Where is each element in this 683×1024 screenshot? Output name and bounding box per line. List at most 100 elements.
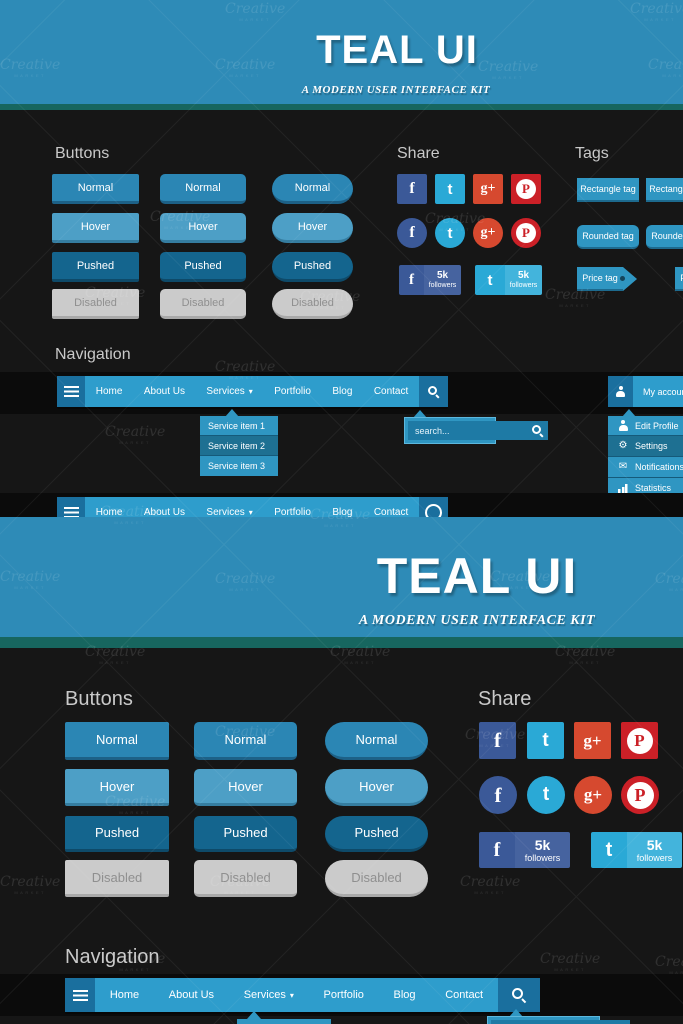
button-hover[interactable]: Hover	[52, 213, 139, 243]
googleplus-share-button-round[interactable]: g+	[574, 776, 612, 814]
facebook-share-button[interactable]: f	[397, 174, 427, 204]
account-label[interactable]: My account	[643, 386, 683, 397]
search-input[interactable]	[408, 425, 532, 436]
search-icon	[512, 988, 526, 1002]
button-normal[interactable]: Normal	[160, 174, 246, 204]
kit-subtitle: A MODERN USER INTERFACE KIT	[301, 84, 491, 96]
button-disabled[interactable]: Disabled	[194, 860, 297, 897]
price-tag-clipped[interactable]: Price tag	[675, 267, 683, 291]
nav-item-contact[interactable]: Contact	[445, 989, 484, 1001]
facebook-followers-count[interactable]: 5k followers	[424, 265, 461, 295]
button-hover[interactable]: Hover	[325, 769, 428, 806]
button-normal[interactable]: Normal	[194, 722, 297, 760]
nav-item-services[interactable]: Services▾	[206, 386, 253, 397]
facebook-followers-count[interactable]: 5k followers	[515, 832, 570, 868]
facebook-icon: f	[409, 180, 415, 197]
search-field-wrap	[408, 421, 548, 440]
nav-items: Home About Us Services▾ Portfolio Blog C…	[85, 376, 419, 407]
button-disabled[interactable]: Disabled	[160, 289, 246, 319]
nav-item-services[interactable]: Services▾	[243, 989, 294, 1001]
button-pushed[interactable]: Pushed	[325, 816, 428, 852]
button-disabled[interactable]: Disabled	[325, 860, 428, 897]
nav-search-button[interactable]	[498, 978, 540, 1012]
button-hover[interactable]: Hover	[272, 213, 353, 243]
pinterest-icon: P	[626, 781, 654, 809]
nav-item-contact[interactable]: Contact	[373, 386, 409, 397]
button-disabled[interactable]: Disabled	[272, 289, 353, 319]
facebook-icon: f	[409, 224, 415, 241]
button-normal[interactable]: Normal	[272, 174, 353, 204]
twitter-followers-count[interactable]: 5k followers	[505, 265, 542, 295]
button-pushed[interactable]: Pushed	[194, 816, 297, 852]
button-pushed[interactable]: Pushed	[160, 252, 246, 282]
rounded-tag-clipped[interactable]: Rounded tag	[646, 225, 683, 249]
menu-item-edit-profile[interactable]: Edit Profile	[608, 416, 683, 436]
nav-item-services[interactable]: Services▾	[206, 507, 253, 518]
nav-item-portfolio[interactable]: Portfolio	[274, 507, 311, 518]
nav-items: Home About Us Services▾ Portfolio Blog C…	[95, 978, 498, 1012]
rounded-tag[interactable]: Rounded tag	[577, 225, 639, 249]
facebook-share-button-round[interactable]: f	[479, 776, 517, 814]
menu-item-settings[interactable]: ⚙Settings	[608, 436, 683, 457]
price-tag[interactable]: Price tag	[577, 267, 637, 291]
pinterest-share-button[interactable]: P	[511, 174, 541, 204]
navigation-section-heading: Navigation	[65, 946, 160, 968]
nav-item-about-us[interactable]: About Us	[143, 386, 185, 397]
twitter-share-button[interactable]: t	[435, 174, 465, 204]
nav-item-blog[interactable]: Blog	[332, 386, 353, 397]
googleplus-share-button[interactable]: g+	[473, 174, 503, 204]
twitter-followers-icon[interactable]: t	[475, 265, 505, 295]
button-normal[interactable]: Normal	[52, 174, 139, 204]
nav-item-portfolio[interactable]: Portfolio	[323, 989, 364, 1001]
button-normal[interactable]: Normal	[65, 722, 169, 760]
googleplus-share-button[interactable]: g+	[574, 722, 611, 759]
button-hover[interactable]: Hover	[160, 213, 246, 243]
menu-toggle-button[interactable]	[57, 376, 85, 407]
twitter-followers-icon[interactable]: t	[591, 832, 627, 868]
nav-item-blog[interactable]: Blog	[393, 989, 416, 1001]
account-icon-button[interactable]	[608, 376, 633, 407]
nav-item-home[interactable]: Home	[95, 507, 123, 518]
dropdown-item[interactable]: Service item 3	[208, 461, 266, 471]
facebook-share-button-round[interactable]: f	[397, 218, 427, 248]
button-disabled[interactable]: Disabled	[65, 860, 169, 897]
button-hover[interactable]: Hover	[194, 769, 297, 806]
search-icon[interactable]	[532, 425, 543, 436]
twitter-share-button[interactable]: t	[527, 722, 564, 759]
button-hover[interactable]: Hover	[65, 769, 169, 806]
nav-item-blog[interactable]: Blog	[332, 507, 353, 518]
menu-toggle-button[interactable]	[65, 978, 95, 1012]
nav-item-about-us[interactable]: About Us	[168, 989, 215, 1001]
nav-item-home[interactable]: Home	[109, 989, 140, 1001]
dropdown-item-hover[interactable]: Service item 2	[200, 436, 278, 456]
menu-item-notifications[interactable]: ✉Notifications	[608, 457, 683, 478]
button-normal[interactable]: Normal	[325, 722, 428, 760]
rectangle-tag-clipped[interactable]: Rectangle tag	[646, 178, 683, 202]
twitter-share-button-round[interactable]: t	[527, 776, 565, 814]
facebook-followers-icon[interactable]: f	[399, 265, 424, 295]
rectangle-tag[interactable]: Rectangle tag	[577, 178, 639, 202]
nav-search-button[interactable]	[419, 376, 448, 407]
nav-item-portfolio[interactable]: Portfolio	[274, 386, 311, 397]
dropdown-item[interactable]: Service item 1	[200, 416, 278, 436]
button-pushed[interactable]: Pushed	[52, 252, 139, 282]
dropdown-item[interactable]: Service item 1	[237, 1019, 331, 1024]
facebook-share-button[interactable]: f	[479, 722, 516, 759]
pinterest-share-button-round[interactable]: P	[621, 776, 659, 814]
button-pushed[interactable]: Pushed	[65, 816, 169, 852]
facebook-icon: f	[493, 838, 501, 861]
button-disabled[interactable]: Disabled	[52, 289, 139, 319]
twitter-share-button-round[interactable]: t	[435, 218, 465, 248]
nav-item-home[interactable]: Home	[95, 386, 123, 397]
nav-item-contact[interactable]: Contact	[373, 507, 409, 518]
facebook-followers-icon[interactable]: f	[479, 832, 515, 868]
dropdown-pointer	[247, 1011, 261, 1019]
twitter-followers-count[interactable]: 5k followers	[627, 832, 682, 868]
pinterest-share-button-round[interactable]: P	[511, 218, 541, 248]
googleplus-share-button-round[interactable]: g+	[473, 218, 503, 248]
nav-item-about-us[interactable]: About Us	[143, 507, 185, 518]
button-pushed[interactable]: Pushed	[272, 252, 353, 282]
googleplus-icon: g+	[480, 181, 496, 196]
pinterest-share-button[interactable]: P	[621, 722, 658, 759]
